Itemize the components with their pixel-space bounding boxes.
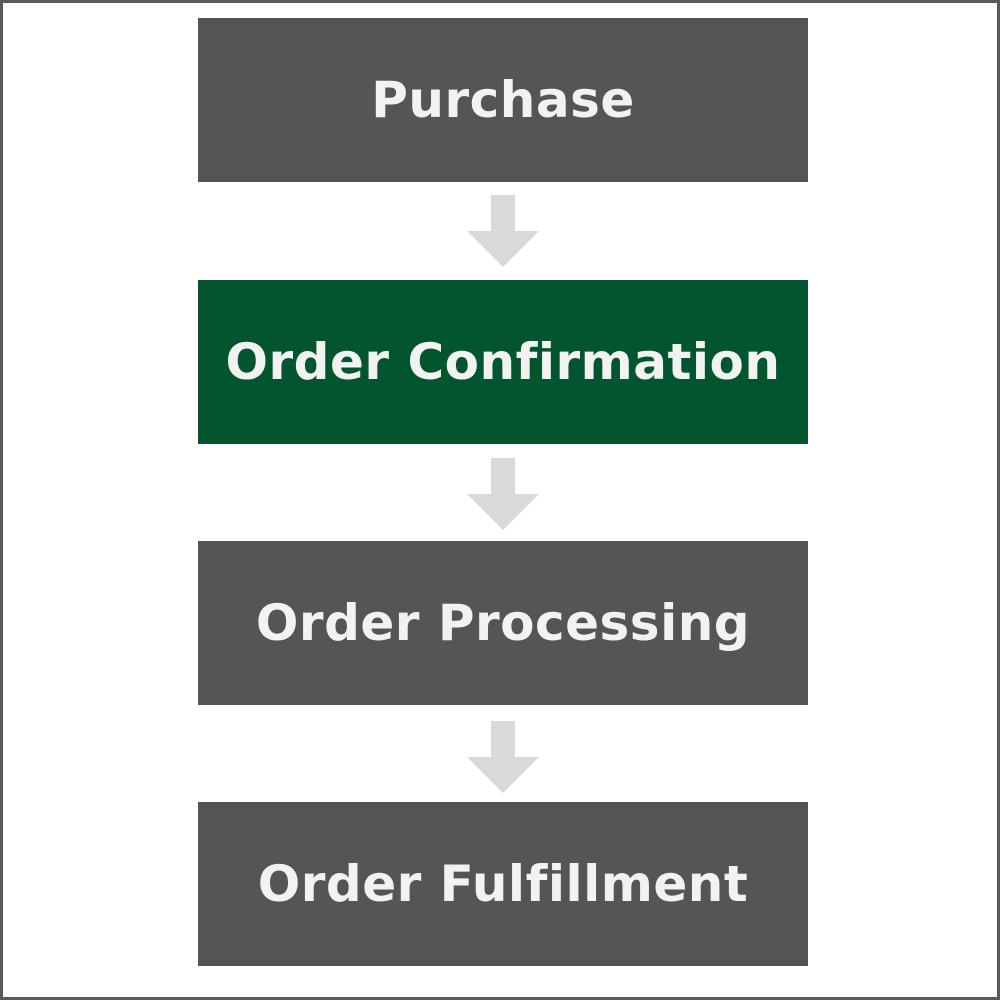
step-label: Purchase: [371, 71, 635, 129]
down-arrow-icon: [467, 195, 539, 267]
step-label: Order Confirmation: [225, 333, 781, 391]
step-label: Order Fulfillment: [257, 855, 749, 913]
step-order-fulfillment: Order Fulfillment: [198, 802, 808, 966]
down-arrow-icon: [467, 721, 539, 793]
step-order-processing: Order Processing: [198, 541, 808, 705]
step-label: Order Processing: [255, 594, 751, 652]
down-arrow-icon: [467, 458, 539, 530]
step-order-confirmation: Order Confirmation: [198, 280, 808, 444]
step-purchase: Purchase: [198, 18, 808, 182]
